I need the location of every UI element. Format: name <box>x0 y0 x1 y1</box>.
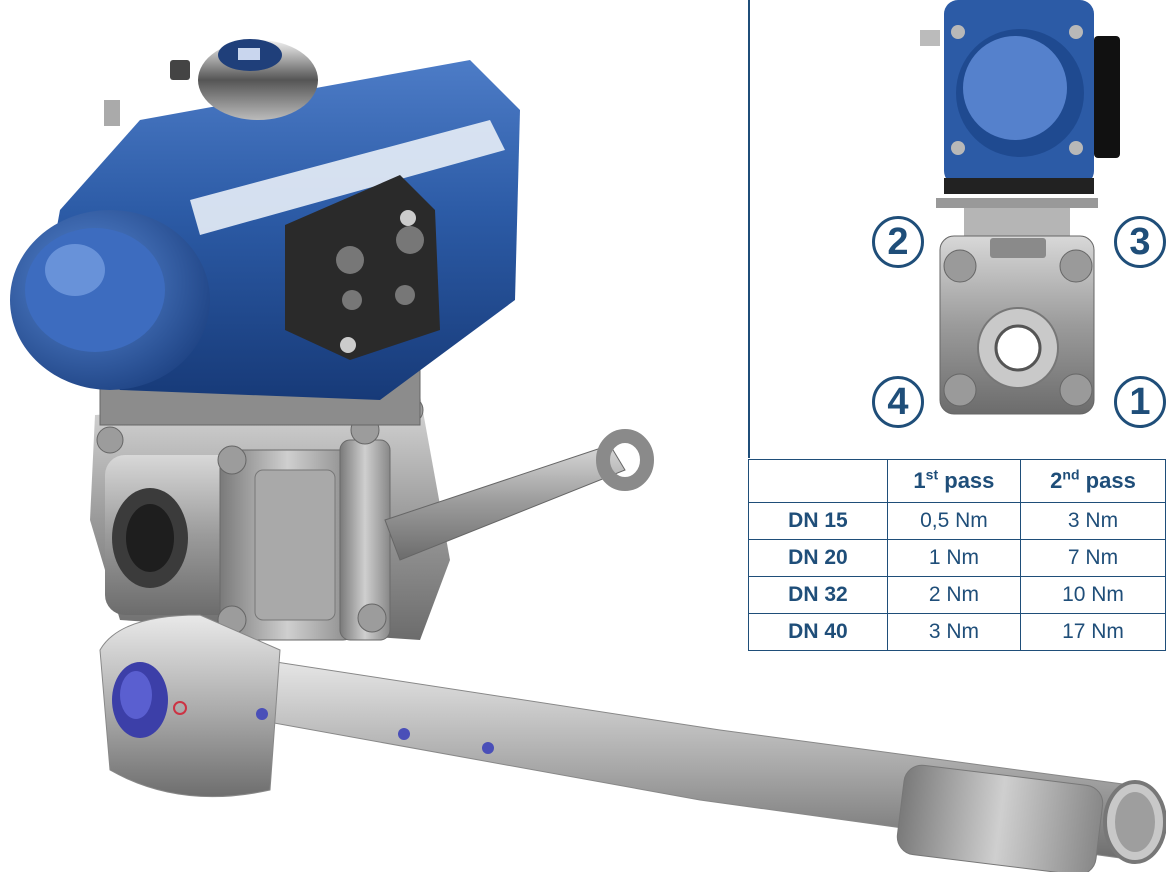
valve-front-view-illustration <box>920 0 1120 415</box>
row-size: DN 20 <box>748 539 888 577</box>
row-first-pass: 3 Nm <box>886 613 1021 651</box>
torque-wrench <box>99 614 1166 872</box>
table-row: DN 15 0,5 Nm 3 Nm <box>748 502 1166 540</box>
row-second-pass: 17 Nm <box>1019 613 1166 651</box>
header-second-pass: 2nd pass <box>1019 459 1166 503</box>
row-first-pass: 2 Nm <box>886 576 1021 614</box>
spanner <box>384 429 654 561</box>
bolt-sequence-label-3: 3 <box>1114 216 1166 268</box>
pneumatic-actuator <box>10 39 520 400</box>
mounting-plate <box>285 175 440 360</box>
table-header-row: 1st pass 2nd pass <box>748 459 1166 503</box>
row-size: DN 15 <box>748 502 888 540</box>
header-empty-cell <box>748 459 888 503</box>
row-first-pass: 1 Nm <box>886 539 1021 577</box>
header-first-pass: 1st pass <box>886 459 1021 503</box>
row-second-pass: 7 Nm <box>1019 539 1166 577</box>
row-size: DN 40 <box>748 613 888 651</box>
bolt-sequence-label-4: 4 <box>872 376 924 428</box>
bolt-sequence-label-1: 1 <box>1114 376 1166 428</box>
row-second-pass: 3 Nm <box>1019 502 1166 540</box>
table-row: DN 20 1 Nm 7 Nm <box>748 539 1166 577</box>
table-row: DN 40 3 Nm 17 Nm <box>748 613 1166 651</box>
bolt-sequence-panel: 2 3 4 1 <box>748 0 1166 458</box>
bolt-sequence-label-2: 2 <box>872 216 924 268</box>
row-size: DN 32 <box>748 576 888 614</box>
row-first-pass: 0,5 Nm <box>886 502 1021 540</box>
torque-table: 1st pass 2nd pass DN 15 0,5 Nm 3 Nm DN 2… <box>748 459 1166 651</box>
row-second-pass: 10 Nm <box>1019 576 1166 614</box>
valve-body <box>90 359 450 641</box>
table-row: DN 32 2 Nm 10 Nm <box>748 576 1166 614</box>
